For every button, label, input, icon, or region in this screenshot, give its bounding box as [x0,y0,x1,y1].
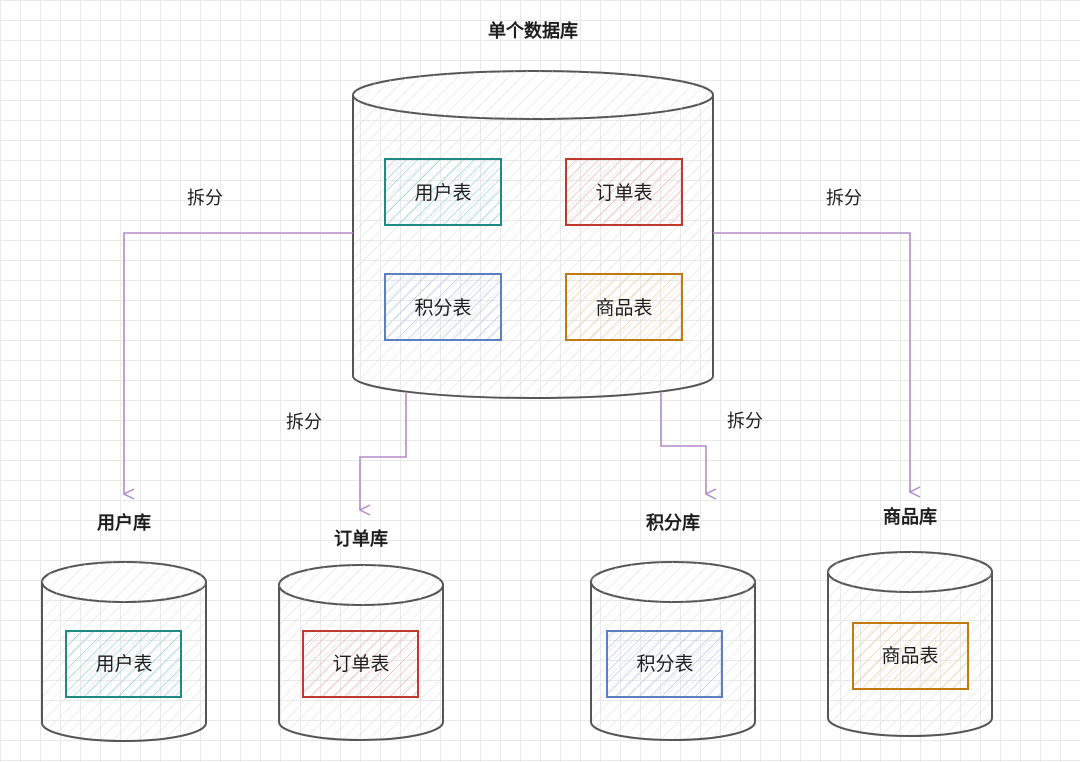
arrow-to-order-db [360,393,407,510]
main-table-users: 用户表 [384,158,502,226]
edge-label-product: 拆分 [826,188,862,209]
main-table-orders-label: 订单表 [595,182,652,204]
arrow-to-user-db [124,232,353,494]
split-arrows [124,232,910,510]
main-database: 单个数据库 用户表 订单表 积分表 商品表 [352,20,714,399]
order-database-title: 订单库 [334,528,388,550]
edge-label-user: 拆分 [187,188,223,209]
main-table-products-label: 商品表 [595,297,652,319]
main-table-points: 积分表 [384,273,502,341]
user-database: 用户库 用户表 [41,512,207,742]
main-table-products: 商品表 [565,273,683,341]
arrow-to-points-db [660,393,706,494]
points-database-title: 积分库 [646,512,700,534]
user-database-table-label: 用户表 [95,653,152,675]
user-database-title: 用户库 [97,512,151,534]
main-database-title: 单个数据库 [488,20,578,42]
product-database-title: 商品库 [883,506,937,528]
main-database-body [352,95,714,399]
points-database-table-label: 积分表 [636,653,693,675]
points-database: 积分库 积分表 [590,512,756,741]
arrow-to-product-db [713,232,910,492]
main-table-users-label: 用户表 [414,182,471,204]
order-database: 订单库 订单表 [278,528,444,741]
product-database-table-label: 商品表 [881,645,938,667]
order-database-table-label: 订单表 [332,653,389,675]
main-table-orders: 订单表 [565,158,683,226]
edge-label-order: 拆分 [286,412,322,433]
edge-label-points: 拆分 [727,411,763,432]
product-database: 商品库 商品表 [827,506,993,737]
main-table-points-label: 积分表 [414,297,471,319]
